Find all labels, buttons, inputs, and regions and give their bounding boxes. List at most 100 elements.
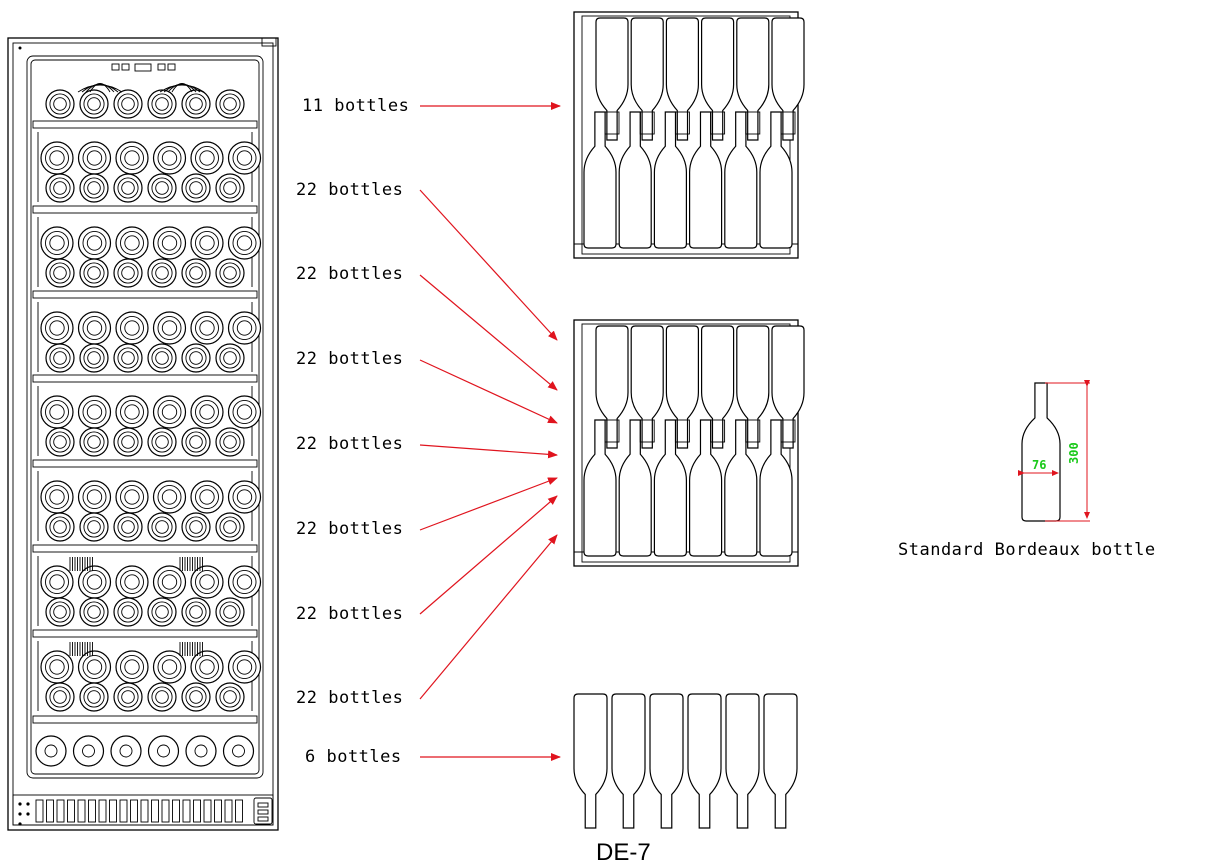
bottle-ring — [151, 516, 173, 538]
callout-arrow — [419, 534, 558, 700]
bottle-ring — [82, 146, 107, 170]
bottle-ring — [157, 485, 182, 509]
display-button — [167, 63, 176, 71]
shelf-rail — [32, 374, 258, 383]
bottle-cork — [223, 266, 237, 280]
bottle-ring — [45, 655, 69, 679]
bottle-side — [649, 693, 684, 829]
bottle-side — [724, 111, 758, 249]
bottle-ring — [219, 431, 241, 453]
bottle-cork — [87, 266, 101, 280]
callout-arrow — [419, 495, 558, 615]
bottle-ring — [232, 485, 257, 509]
bottle-clip — [710, 419, 726, 443]
bottle-ring — [157, 146, 182, 170]
bottle-cork — [53, 351, 67, 365]
control-panel — [253, 797, 273, 825]
bottle-cork — [155, 520, 169, 534]
shelf-rail — [32, 205, 258, 214]
bottle-clip — [674, 111, 690, 135]
bottle-cork — [82, 744, 95, 758]
bottle-ring — [83, 347, 105, 369]
bottle-clip — [604, 111, 620, 135]
screw — [18, 822, 22, 826]
bottle-end — [35, 735, 67, 767]
bottle-cork — [199, 659, 215, 675]
bottle-side — [763, 693, 798, 829]
bottle-cork — [49, 235, 65, 251]
bottle-cork — [161, 574, 178, 590]
bottle-cork — [236, 235, 253, 251]
bottle-cork — [86, 320, 103, 336]
bottle-ring — [185, 93, 207, 115]
bottle-ring — [151, 262, 173, 284]
bottle-cork — [189, 520, 203, 534]
bottle-ring — [45, 570, 69, 594]
bottle-cork — [161, 659, 178, 675]
bottle-cork — [87, 97, 101, 111]
standard-bottle-figure: 76 300 Standard Bordeaux bottle — [898, 380, 1155, 560]
bottle-ring — [151, 93, 173, 115]
bottle-ring — [117, 347, 139, 369]
bottle-cork — [124, 659, 140, 675]
bottle-clip — [639, 111, 655, 135]
standard-shelf-detail — [573, 319, 805, 567]
bottle-ring — [195, 400, 219, 424]
shelf-label-8: 22 bottles — [296, 688, 403, 708]
bottle-ring — [195, 570, 219, 594]
bottle-side — [689, 111, 723, 249]
bottle-side — [653, 111, 687, 249]
bottle-cork — [236, 320, 253, 336]
shelf-rail — [32, 290, 258, 299]
screw — [18, 46, 22, 50]
bottle-clip — [780, 111, 796, 135]
bottle-ring — [185, 516, 207, 538]
bottle-cork — [223, 520, 237, 534]
bottle-cork — [189, 351, 203, 365]
bottle-ring — [219, 93, 241, 115]
display-button — [121, 63, 130, 71]
bottle-side — [689, 419, 723, 557]
bottle-cork — [189, 435, 203, 449]
bottle-cork — [155, 351, 169, 365]
callout-arrow — [419, 274, 558, 391]
bottle-cork — [161, 404, 178, 420]
bottle-cork — [121, 690, 135, 704]
bottle-clip — [780, 419, 796, 443]
bottle-ring — [232, 146, 257, 170]
bottle-ring — [219, 347, 241, 369]
bottle-cork — [157, 744, 170, 758]
bottle-cork — [189, 690, 203, 704]
hinge — [261, 37, 277, 47]
control-button — [257, 816, 269, 822]
shelf-label-3: 22 bottles — [296, 264, 403, 284]
grille-slot — [172, 799, 180, 823]
fan-grille — [163, 84, 201, 93]
grille-slot — [224, 799, 233, 823]
bottle-ring — [232, 570, 257, 594]
bottle-end — [147, 735, 180, 767]
bottle-ring — [120, 655, 144, 679]
bottle-cork — [124, 574, 140, 590]
bottle-ring — [120, 316, 144, 340]
callout-arrows — [419, 102, 561, 761]
bottle-side — [630, 325, 664, 449]
bottle-cork — [189, 97, 203, 111]
width-dimension: 76 — [1032, 458, 1046, 472]
bottle-cork — [53, 690, 67, 704]
fan-grille — [81, 84, 119, 93]
bottle-side — [771, 325, 805, 449]
bottle-cork — [124, 404, 140, 420]
bottle-cork — [49, 404, 65, 420]
bottle-cork — [223, 605, 237, 619]
bottle-side — [725, 693, 760, 829]
bottle-ring — [117, 686, 139, 708]
bottle-side — [595, 325, 629, 449]
bottle-cork — [161, 150, 178, 166]
grille-slot — [56, 799, 65, 823]
bottle-ring — [117, 262, 139, 284]
bottle-cork — [236, 404, 253, 420]
bottle-cork — [199, 404, 215, 420]
bottle-cork — [49, 489, 65, 505]
